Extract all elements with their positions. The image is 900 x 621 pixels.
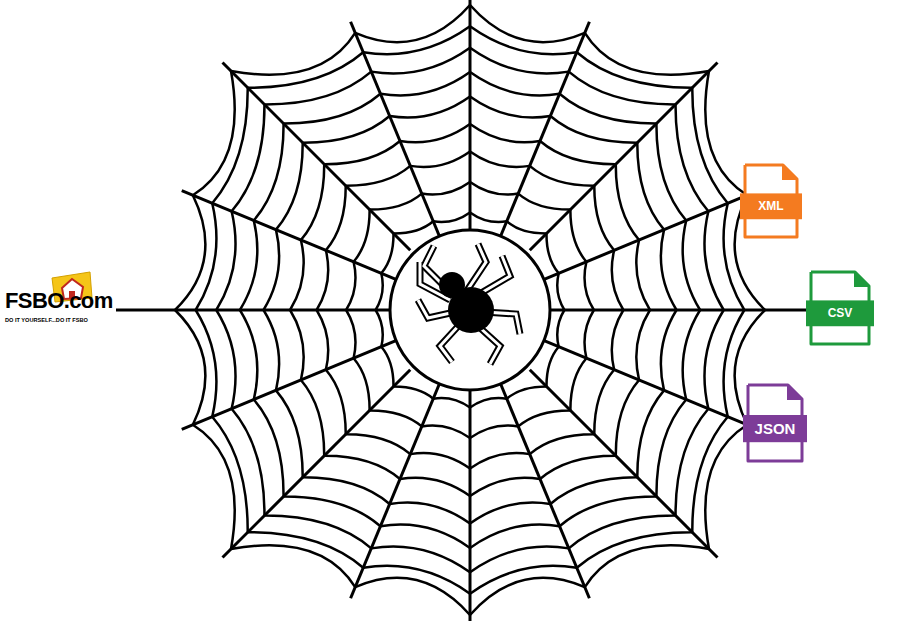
web-spoke: [530, 63, 718, 251]
web-ring: [216, 48, 723, 573]
spider-icon: [418, 244, 520, 364]
logo-tagline: DO IT YOURSELF...DO IT FSBO: [5, 318, 88, 324]
web-ring: [264, 97, 677, 524]
web-spoke: [223, 370, 411, 558]
file-band: [743, 415, 807, 442]
web-threads: [116, 0, 806, 621]
file-icon: JSON: [743, 383, 807, 463]
file-type-label: XML: [740, 193, 802, 219]
spider-head: [439, 272, 465, 298]
web-ring: [196, 26, 745, 593]
spider-leg-inner: [466, 244, 486, 292]
web-ring: [240, 72, 700, 548]
file-icon: XML: [740, 163, 802, 239]
logo-wordmark: FSBO.com: [5, 290, 113, 312]
file-fold: [855, 272, 869, 286]
spider-leg: [466, 244, 486, 292]
file-band: [806, 300, 874, 326]
file-type-label: CSV: [806, 300, 874, 326]
file-fold: [783, 165, 797, 179]
spider-leg: [478, 326, 500, 364]
web-spoke: [469, 386, 472, 621]
web-spoke: [469, 0, 472, 234]
file-type-label: JSON: [743, 415, 807, 442]
file-fold: [788, 385, 802, 399]
spider-leg-inner: [478, 326, 500, 364]
file-band: [740, 193, 802, 219]
web-spoke: [223, 63, 411, 251]
web-spoke: [116, 309, 396, 312]
web-ring: [317, 151, 624, 468]
web-ring: [290, 124, 650, 496]
web-ring: [376, 212, 565, 407]
web-hub: [390, 230, 550, 390]
web-spoke: [530, 370, 718, 558]
file-icon: CSV: [806, 270, 874, 346]
web-ring: [175, 5, 765, 615]
web-ring: [346, 182, 594, 438]
